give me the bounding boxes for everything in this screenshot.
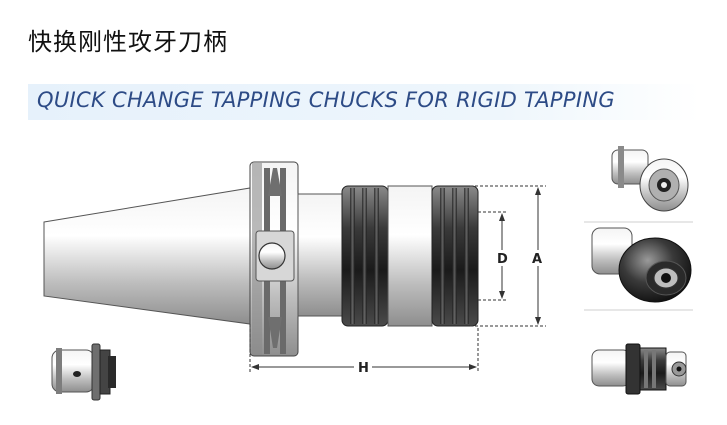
drive-slot-circle <box>258 242 286 270</box>
tool-holder-drawing <box>43 161 479 357</box>
dimension-label-h: H <box>358 361 369 376</box>
page-title-chinese: 快换刚性攻牙刀柄 <box>28 28 228 56</box>
d-label-bg <box>493 250 511 266</box>
tap-adapter-side-view <box>51 343 116 401</box>
tap-collet-dark-view <box>591 227 692 303</box>
page-title-english-banner: QUICK CHANGE TAPPING CHUCKS FOR RIGID TA… <box>28 84 700 120</box>
dimension-label-a: A <box>532 252 542 267</box>
tap-collet-with-er-nut <box>591 343 687 395</box>
flange <box>249 161 299 357</box>
dimension-label-d: D <box>497 252 508 267</box>
holder-neck <box>297 193 343 317</box>
page-title-english: QUICK CHANGE TAPPING CHUCKS FOR RIGID TA… <box>37 88 615 112</box>
taper-shank <box>43 187 251 325</box>
h-label-bg <box>354 359 372 375</box>
tap-collet-front-view <box>611 146 689 212</box>
silver-band <box>387 185 433 327</box>
ribbed-body <box>341 185 479 327</box>
a-label-bg <box>528 250 546 266</box>
